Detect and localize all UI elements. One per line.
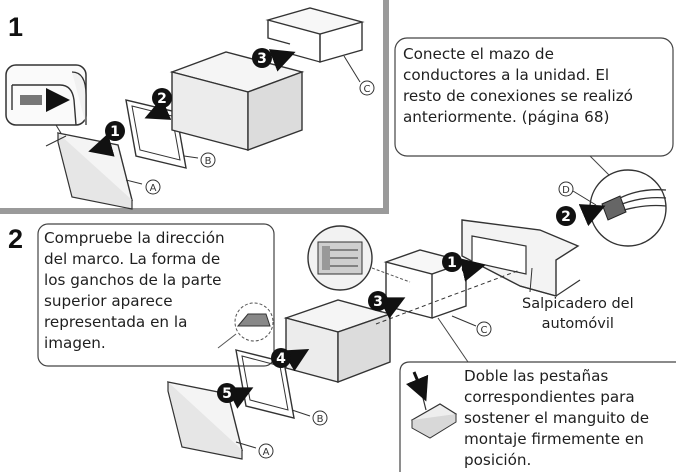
callout-line: sostener el manguito de	[464, 409, 650, 427]
part-label-c-step1: C	[359, 80, 375, 96]
car-dashboard	[461, 219, 581, 297]
svg-text:3: 3	[257, 51, 267, 67]
callout-line: Doble las pestañas	[464, 367, 609, 385]
svg-text:3: 3	[373, 294, 383, 310]
dashboard-label-line: Salpicadero del	[522, 296, 634, 312]
callout-line: representada en la	[44, 313, 188, 331]
marker-2-connector: 2	[556, 206, 576, 226]
marker-1-step1: 1	[105, 121, 125, 141]
callout-line: posición.	[464, 451, 532, 469]
marker-2-step1: 2	[152, 88, 172, 108]
arrows-step2	[226, 258, 486, 409]
frame-direction-callout-box	[37, 223, 275, 367]
callout-line: del marco. La forma de	[44, 250, 221, 268]
svg-text:2: 2	[157, 91, 167, 107]
part-label-b-step2: B	[291, 409, 328, 426]
alignment-line	[375, 269, 521, 325]
head-unit-step2	[283, 299, 393, 384]
callout-line: los ganchos de la parte	[44, 271, 222, 289]
step-1-number: 1	[8, 12, 24, 42]
svg-text:A: A	[263, 447, 270, 458]
callout-line: correspondientes para	[464, 388, 635, 406]
svg-text:2: 2	[561, 209, 571, 225]
faceplate-step1	[57, 132, 133, 210]
svg-text:B: B	[205, 156, 212, 167]
part-label-c-step2: C	[451, 315, 492, 337]
dashboard-leader	[529, 267, 533, 293]
connection-callout-text: Conecte el mazo de conductores a la unid…	[403, 44, 633, 128]
dashboard-label: Salpicadero del automóvil	[522, 294, 634, 334]
dashboard-detail	[307, 225, 411, 291]
head-unit-step1	[169, 51, 305, 152]
svg-text:4: 4	[276, 351, 286, 367]
marker-3-step1: 3	[252, 48, 272, 68]
callout-line: imagen.	[44, 334, 106, 352]
marker-4-step2: 4	[271, 348, 291, 368]
svg-text:A: A	[150, 183, 157, 194]
marker-1-step2: 1	[442, 252, 462, 272]
tab-bend-detail	[406, 371, 458, 439]
frame-direction-callout-text: Compruebe la dirección del marco. La for…	[44, 228, 225, 354]
hook-detail	[217, 302, 274, 349]
connector-detail	[578, 155, 667, 247]
svg-text:1: 1	[447, 255, 457, 271]
callout-line: montaje firmemente en	[464, 430, 644, 448]
marker-3-step2: 3	[368, 291, 388, 311]
svg-text:5: 5	[222, 386, 232, 402]
part-label-d: D	[558, 181, 597, 206]
part-label-a-step1: A	[145, 179, 161, 195]
dashboard-label-line: automóvil	[541, 316, 614, 332]
marker-5-step2: 5	[217, 383, 237, 403]
connection-callout-box	[394, 37, 674, 157]
svg-text:C: C	[364, 84, 371, 95]
svg-text:C: C	[481, 325, 488, 336]
callout-line: resto de conexiones se realizó	[403, 87, 633, 105]
callout-line: conductores a la unidad. El	[403, 66, 610, 84]
svg-text:D: D	[562, 185, 570, 196]
part-label-a-step2: A	[235, 441, 274, 459]
tabs-callout-text: Doble las pestañas correspondientes para…	[464, 366, 649, 471]
callout-line: Conecte el mazo de	[403, 45, 554, 63]
step1-panel-frame	[0, 0, 389, 214]
part-label-b-step1: B	[200, 152, 216, 168]
arrows-step1	[88, 49, 296, 157]
step-2-number: 2	[8, 224, 24, 254]
svg-text:1: 1	[110, 124, 120, 140]
callout-line: anteriormente. (página 68)	[403, 108, 610, 126]
mounting-sleeve-step1	[265, 7, 365, 83]
tabs-callout-frame	[399, 317, 676, 472]
svg-text:B: B	[317, 414, 324, 425]
leaders-step1	[45, 135, 199, 185]
callout-line: superior aparece	[44, 292, 173, 310]
callout-line: Compruebe la dirección	[44, 229, 225, 247]
